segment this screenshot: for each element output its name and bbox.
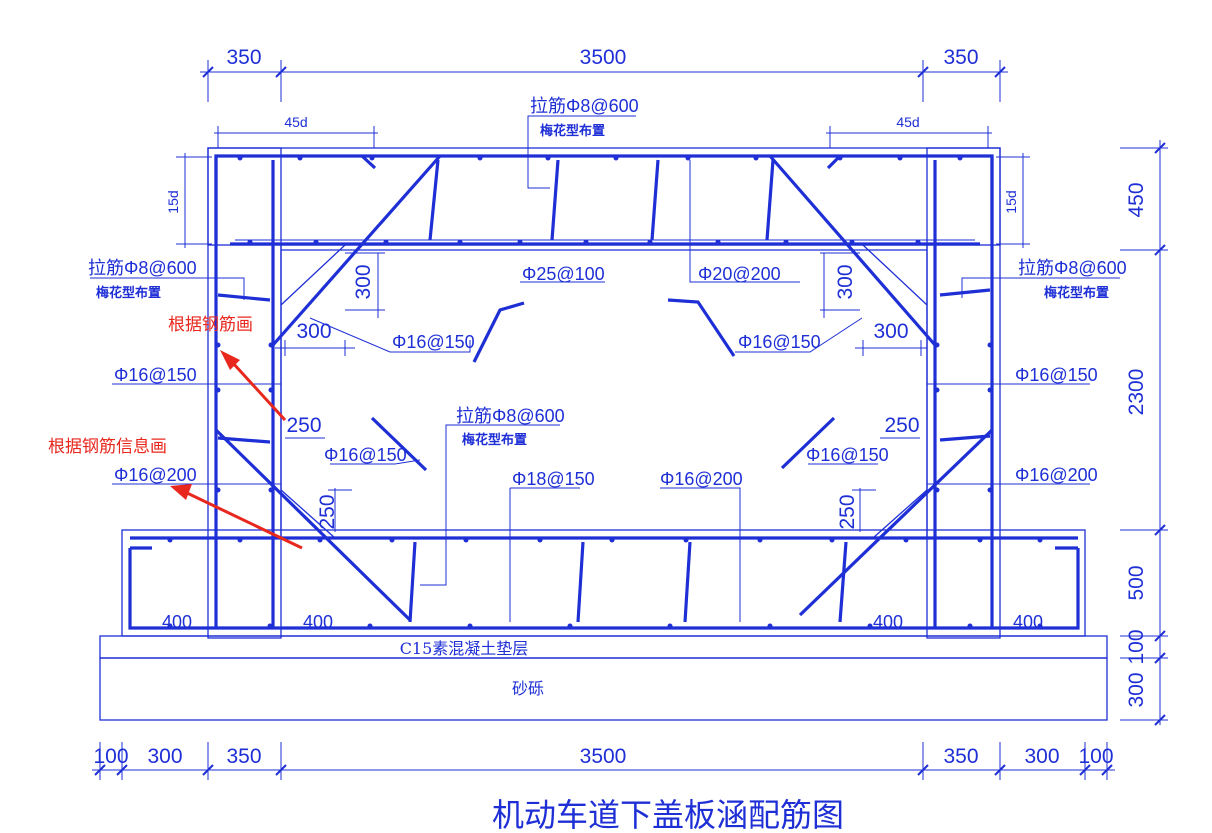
label-tie-right: 拉筋Φ8@600 xyxy=(1018,258,1127,278)
label-wall-lower-right: Φ16@200 xyxy=(1015,465,1098,485)
dim-right-topslab: 450 xyxy=(1125,182,1148,217)
annotation-arrows xyxy=(170,350,303,550)
dim-right-cushion: 100 xyxy=(1125,629,1148,664)
dim-haunch-horizontal-right: 300 xyxy=(873,320,908,343)
main-rebar xyxy=(128,154,1080,630)
dim-bottom-5: 350 xyxy=(943,745,978,768)
label-haunch-right: Φ16@150 xyxy=(738,332,821,352)
label-top-bottom-bar: Φ25@100 xyxy=(522,264,605,284)
dim-top-right: 350 xyxy=(943,46,978,69)
dimension-lines xyxy=(92,60,1168,780)
foundation-layers xyxy=(99,635,1108,721)
label-chamfer-right: Φ16@150 xyxy=(806,445,889,465)
dim-right-wall: 2300 xyxy=(1125,369,1148,416)
dim-right-base: 500 xyxy=(1125,565,1148,600)
label-tie-left-sub: 梅花型布置 xyxy=(96,285,161,301)
dim-right-gravel: 300 xyxy=(1125,672,1148,707)
label-top-top-bar: Φ20@200 xyxy=(698,264,781,284)
dim-base-4: 400 xyxy=(1013,612,1043,632)
dim-chamfer-vertical-left: 250 xyxy=(316,494,339,529)
dim-bottom-3: 350 xyxy=(226,745,261,768)
dim-bottom-2: 300 xyxy=(147,745,182,768)
dim-base-2: 400 xyxy=(303,612,333,632)
label-base-bottom-bar: Φ16@200 xyxy=(660,469,743,489)
dim-haunch-vertical-right: 300 xyxy=(834,264,857,299)
rebar-dots xyxy=(167,155,1043,629)
label-tie-top: 拉筋Φ8@600 xyxy=(530,96,639,116)
label-cushion-layer: C15素混凝土垫层 xyxy=(400,639,529,658)
dim-base-3: 400 xyxy=(873,612,903,632)
label-chamfer-left: Φ16@150 xyxy=(324,445,407,465)
dim-chamfer-left: 250 xyxy=(286,414,321,437)
dim-anchorage-left: 45d xyxy=(284,114,307,130)
dim-top-middle: 3500 xyxy=(580,46,627,69)
dimension-texts: 350 3500 350 45d 45d 15d 15d 450 2300 50… xyxy=(93,46,1148,768)
drawing-title: 机动车道下盖板涵配筋图 xyxy=(492,796,844,833)
dim-top-left: 350 xyxy=(226,46,261,69)
leader-lines xyxy=(90,115,1120,622)
label-wall-upper-right: Φ16@150 xyxy=(1015,365,1098,385)
concrete-outline xyxy=(121,147,1086,639)
dim-anchorage-right: 45d xyxy=(896,114,919,130)
dim-bottom-4: 3500 xyxy=(580,745,627,768)
dim-bottom-1: 100 xyxy=(93,745,128,768)
dim-hook-right: 15d xyxy=(1003,190,1019,213)
dim-haunch-horizontal-left: 300 xyxy=(296,320,331,343)
label-tie-center-sub: 梅花型布置 xyxy=(462,432,527,448)
dim-chamfer-right: 250 xyxy=(884,414,919,437)
dim-bottom-6: 300 xyxy=(1024,745,1059,768)
annotation-note-2: 根据钢筋信息画 xyxy=(48,437,167,457)
dim-base-1: 400 xyxy=(162,612,192,632)
label-wall-lower-left: Φ16@200 xyxy=(114,465,197,485)
dim-chamfer-vertical-right: 250 xyxy=(836,494,859,529)
label-tie-center: 拉筋Φ8@600 xyxy=(456,406,565,426)
label-base-top-bar: Φ18@150 xyxy=(512,469,595,489)
dim-hook-left: 15d xyxy=(165,190,181,213)
dim-bottom-7: 100 xyxy=(1078,745,1113,768)
label-tie-right-sub: 梅花型布置 xyxy=(1044,285,1109,301)
label-tie-top-sub: 梅花型布置 xyxy=(540,123,605,139)
label-tie-left: 拉筋Φ8@600 xyxy=(88,258,197,278)
label-gravel-layer: 砂砾 xyxy=(512,679,544,698)
rebar-labels: 拉筋Φ8@600 梅花型布置 拉筋Φ8@600 梅花型布置 拉筋Φ8@600 梅… xyxy=(88,96,1127,489)
label-wall-upper-left: Φ16@150 xyxy=(114,365,197,385)
label-haunch-left: Φ16@150 xyxy=(392,332,475,352)
dim-haunch-vertical-left: 300 xyxy=(352,264,375,299)
annotation-note-1: 根据钢筋画 xyxy=(168,315,253,335)
